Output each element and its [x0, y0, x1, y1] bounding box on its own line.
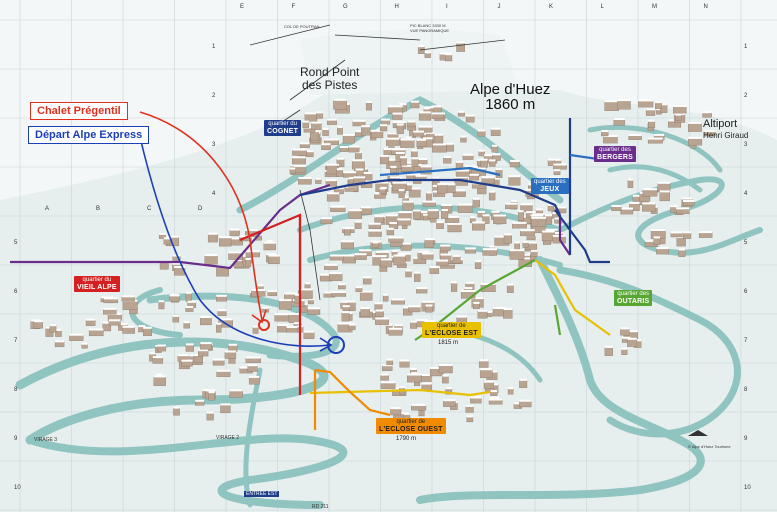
grid-letter-top: H	[394, 4, 399, 10]
altiport-line2: Henri Giraud	[703, 131, 749, 140]
grid-number-right: 7	[744, 338, 748, 344]
grid-letter-top: N	[703, 4, 708, 10]
virage-3-label: VIRAGE 3	[34, 437, 58, 443]
grid-letter-top: F	[291, 4, 296, 10]
grid-letter-top: L	[600, 4, 604, 10]
quarter-eclose-est: quartier de L'ECLOSE EST	[422, 322, 481, 338]
quarter-outaris: quartier des OUTARIS	[614, 290, 653, 306]
grid-number-right: 5	[744, 240, 748, 246]
quarter-cognet-pre: quartier du	[268, 121, 297, 127]
quarter-eclose-est-name: L'ECLOSE EST	[425, 330, 478, 337]
grid-letter-mid: C	[147, 206, 152, 212]
quarter-outaris-name: OUTARIS	[617, 298, 650, 305]
grid-number-left: 2	[212, 93, 216, 99]
logo-mark	[688, 430, 708, 436]
grid-number-right: 2	[744, 93, 748, 99]
grid-letter-top: K	[549, 4, 554, 10]
resort-altitude: 1860 m	[485, 96, 536, 113]
quarter-eclose-est-pre: quartier de	[437, 323, 466, 329]
chalet-marker	[258, 319, 270, 331]
grid-letter-top: I	[446, 4, 448, 10]
grid-letter-mid: D	[198, 206, 203, 212]
legend-chalet: Chalet Prégentil	[30, 102, 128, 120]
chalet-arrow	[139, 111, 263, 321]
grid-number-left: 5	[14, 240, 18, 246]
lift-lines	[249, 24, 506, 301]
quarter-bergers-name: BERGERS	[597, 154, 634, 161]
grid-letter-top: E	[240, 4, 245, 10]
quarter-vieil-alpe: quartier du VIEIL ALPE	[74, 276, 120, 292]
depart-marker	[327, 336, 345, 354]
altitude-eclose-ouest: 1790 m	[396, 436, 417, 442]
altitude-eclose-est: 1815 m	[438, 340, 459, 346]
legend-depart: Départ Alpe Express	[28, 126, 150, 144]
grid-number-right: 10	[744, 485, 751, 491]
quarter-cognet: quartier du COGNET	[264, 120, 302, 136]
altiport-label: Altiport Henri Giraud	[703, 119, 748, 141]
copyright-label: © Alpe d'Huez Tourisme	[688, 444, 731, 449]
entry-sign: ENTRÉE EST	[244, 491, 280, 497]
grid-number-left: 10	[14, 485, 21, 491]
depart-arrow	[139, 136, 331, 347]
quarter-cognet-name: COGNET	[267, 128, 299, 135]
rond-point-label: Rond Point des Pistes	[300, 66, 359, 92]
grid-number-left: 7	[14, 338, 18, 344]
grid-number-right: 1	[744, 44, 748, 50]
pic-label-line2: VUE PANORAMIQUE	[410, 28, 450, 33]
rond-point-line2: des Pistes	[302, 78, 358, 92]
quarter-jeux: quartier des JEUX	[531, 178, 569, 194]
grid-number-left: 4	[212, 191, 216, 197]
grid-letter-top: M	[652, 4, 657, 10]
grid-number-left: 9	[14, 436, 18, 442]
grid-number-right: 8	[744, 387, 748, 393]
grid-letter-top: J	[497, 4, 501, 10]
virage-2-label: VIRAGE 2	[216, 435, 240, 441]
rond-point-line1: Rond Point	[300, 65, 360, 79]
altiport-line1: Altiport	[703, 118, 738, 130]
col-label: COL DE POUTRAN	[284, 24, 320, 29]
quarter-vieil-alpe-pre: quartier du	[82, 277, 112, 283]
quarter-jeux-pre: quartier des	[534, 179, 566, 185]
grid-letter-top: G	[343, 4, 348, 10]
quarter-eclose-ouest-pre: quartier de	[396, 419, 426, 425]
resort-name: Alpe d'Huez	[470, 81, 551, 98]
grid-letter-mid: B	[96, 206, 101, 212]
quarter-bergers-pre: quartier des	[599, 147, 631, 153]
grid-number-left: 8	[14, 387, 18, 393]
quarter-bergers: quartier des BERGERS	[594, 146, 637, 162]
resort-title: Alpe d'Huez 1860 m	[470, 82, 550, 112]
grid-number-right: 6	[744, 289, 748, 295]
grid-number-right: 3	[744, 142, 748, 148]
quarter-eclose-ouest-name: L'ECLOSE OUEST	[379, 426, 443, 433]
quarter-eclose-ouest: quartier de L'ECLOSE OUEST	[376, 418, 446, 434]
pic-label-line1: PIC BLANC 3330 M	[410, 23, 446, 28]
grid-number-left: 6	[14, 289, 18, 295]
grid-number-right: 9	[744, 436, 748, 442]
road-network	[15, 96, 763, 509]
grid-number-left: 3	[212, 142, 216, 148]
quarter-vieil-alpe-name: VIEIL ALPE	[77, 284, 117, 291]
grid-number-left: 1	[212, 44, 216, 50]
quarter-outaris-pre: quartier des	[617, 291, 650, 297]
grid-letter-mid: A	[45, 206, 50, 212]
quarter-boundaries	[10, 118, 611, 430]
grid-number-right: 4	[744, 191, 748, 197]
pic-label: PIC BLANC 3330 M VUE PANORAMIQUE	[410, 23, 449, 33]
road-label: RD 211	[312, 504, 329, 510]
quarter-jeux-name: JEUX	[540, 186, 560, 193]
